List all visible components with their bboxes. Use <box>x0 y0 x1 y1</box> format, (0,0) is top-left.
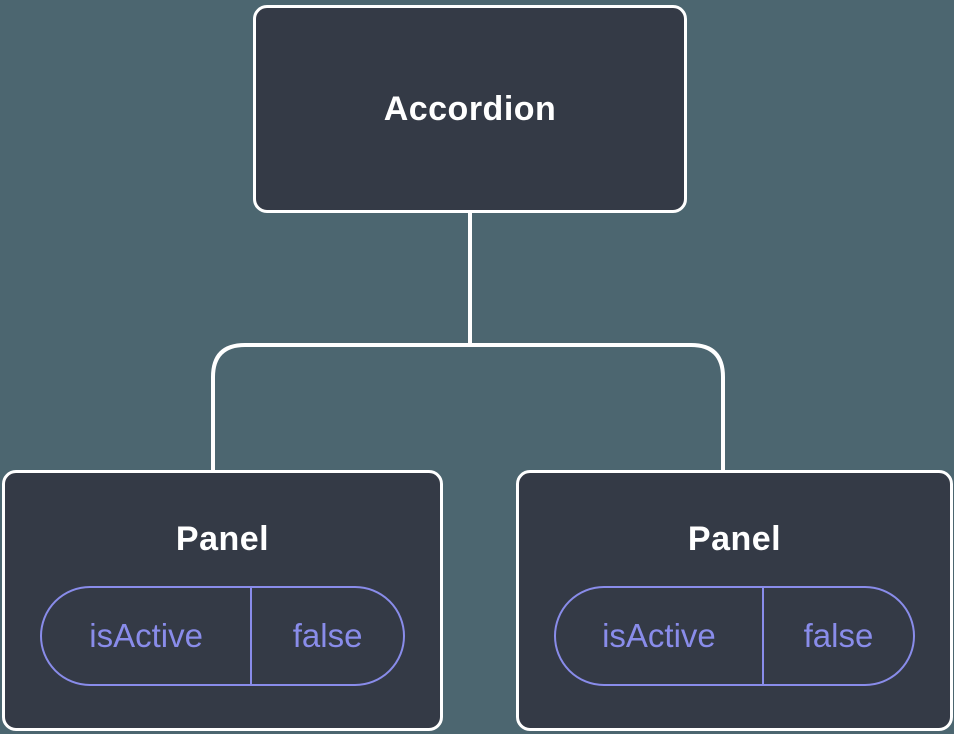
connector-bracket <box>211 343 725 470</box>
state-value: false <box>803 616 874 654</box>
panel-node-right: Panel isActive false <box>516 470 953 731</box>
accordion-node-label: Accordion <box>383 89 557 128</box>
state-pill: isActive false <box>554 585 915 686</box>
accordion-node: Accordion <box>253 5 687 213</box>
panel-node-label: Panel <box>175 520 270 558</box>
state-name: isActive <box>556 587 764 684</box>
panel-node-label: Panel <box>687 520 782 558</box>
state-value: false <box>292 616 363 654</box>
panel-node-left: Panel isActive false <box>2 470 443 731</box>
state-pill: isActive false <box>40 585 405 686</box>
state-name: isActive <box>42 587 253 684</box>
